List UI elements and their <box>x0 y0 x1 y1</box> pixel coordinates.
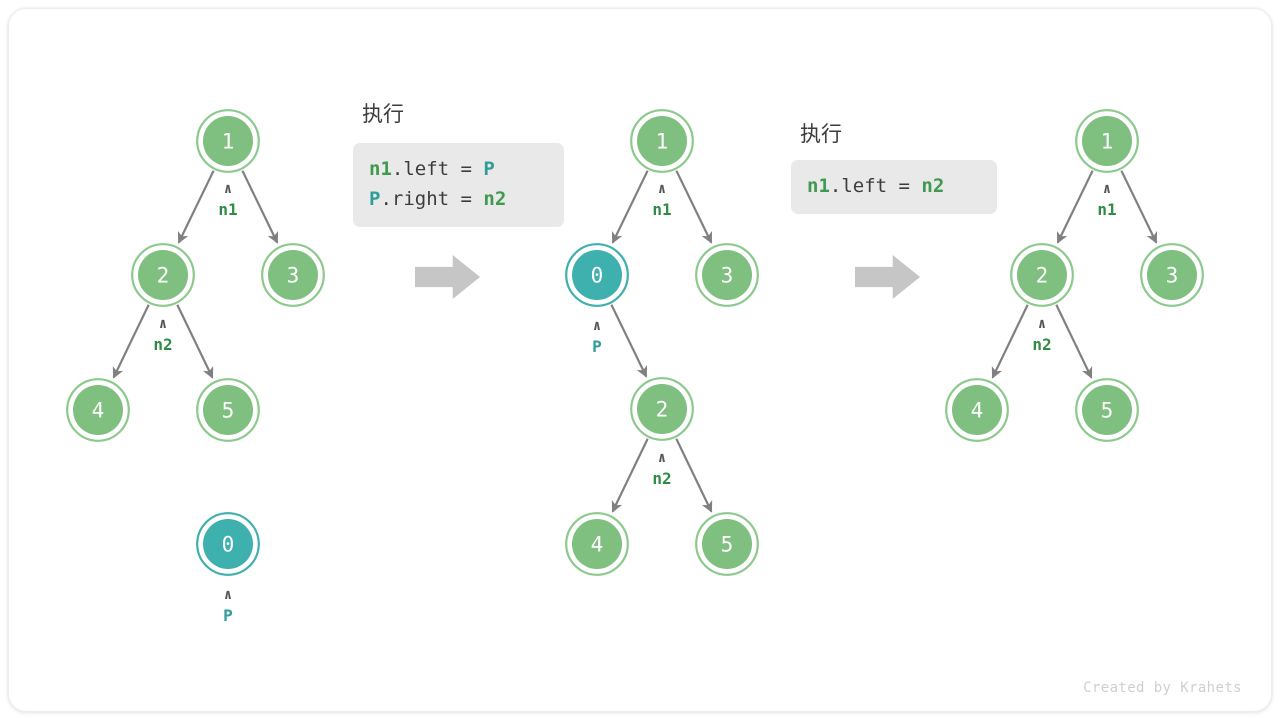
tree-node: 4 <box>66 378 130 442</box>
tree-node-value: 2 <box>1036 264 1049 288</box>
code-line: P.right = n2 <box>369 184 548 214</box>
tree-edge <box>610 304 648 378</box>
pointer-label: n1 <box>652 200 671 219</box>
tree-node-value: 5 <box>1101 399 1114 423</box>
big-arrow-2 <box>855 255 920 299</box>
tree-node: 3 <box>695 243 759 307</box>
pointer-caret-icon: ∧ <box>224 181 232 197</box>
pointer-caret-icon: ∧ <box>1038 316 1046 332</box>
pointer-label: P <box>223 606 233 625</box>
tree-edge <box>675 170 713 244</box>
pointer-label: P <box>592 337 602 356</box>
code-token: .left = <box>391 158 484 180</box>
pointer-label: n2 <box>1032 335 1051 354</box>
tree-node: 1 <box>630 109 694 173</box>
tree-node: 1 <box>196 109 260 173</box>
tree-node-value: 1 <box>1101 130 1114 154</box>
pointer-caret-icon: ∧ <box>224 587 232 603</box>
step-2-caption: 执行 <box>362 103 404 126</box>
tree-node-value: 5 <box>222 399 235 423</box>
tree-node-value: 5 <box>721 533 734 557</box>
tree-node: 0 <box>565 243 629 307</box>
code-token: .right = <box>380 188 484 210</box>
tree-edge <box>991 304 1029 379</box>
pointer-label: n2 <box>652 469 671 488</box>
big-arrow-1 <box>415 255 480 299</box>
tree-node-value: 3 <box>721 264 734 288</box>
tree-node: 2 <box>131 243 195 307</box>
credit-text: Created by Krahets <box>1083 680 1242 696</box>
pointer-label: n2 <box>153 335 172 354</box>
tree-node-value: 3 <box>1166 264 1179 288</box>
code-token: P <box>369 188 381 210</box>
big-arrows-layer <box>415 255 920 299</box>
tree-node: 2 <box>630 377 694 441</box>
tree-node: 4 <box>565 512 629 576</box>
pointer-caret-icon: ∧ <box>658 450 666 466</box>
code-token: n2 <box>483 188 507 210</box>
code-token: n1 <box>369 158 392 180</box>
tree-edge <box>611 170 649 244</box>
pointer-caret-icon: ∧ <box>159 316 167 332</box>
pointer-caret-icon: ∧ <box>1103 181 1111 197</box>
tree-node: 5 <box>1075 378 1139 442</box>
tree-edge <box>1055 304 1093 379</box>
step-3-code-block: n1.left = n2 <box>791 160 997 214</box>
tree-node-value: 1 <box>222 130 235 154</box>
pointer-label: n1 <box>218 200 237 219</box>
code-token: .left = <box>829 175 922 197</box>
code-token: n2 <box>921 175 945 197</box>
tree-node-value: 0 <box>591 264 604 288</box>
code-line: n1.left = P <box>369 154 548 184</box>
step-3-caption: 执行 <box>800 123 842 146</box>
tree-node: 5 <box>196 378 260 442</box>
tree-node-value: 3 <box>287 264 300 288</box>
tree-pointers-layer: ∧ n1 ∧ n2 ∧ P ∧ n1 ∧ P ∧ n2 ∧ n1 ∧ n2 <box>153 181 1116 625</box>
tree-node: 3 <box>261 243 325 307</box>
tree-edge <box>112 304 150 379</box>
tree-edge <box>611 438 649 513</box>
tree-node-value: 1 <box>656 130 669 154</box>
tree-node-value: 0 <box>222 533 235 557</box>
tree-node: 0 <box>196 512 260 576</box>
tree-nodes-layer: 1 2 3 4 5 0 1 0 3 2 4 5 1 2 3 4 5 <box>66 109 1204 576</box>
tree-edge <box>675 438 713 513</box>
pointer-caret-icon: ∧ <box>658 181 666 197</box>
tree-edge <box>1056 170 1094 244</box>
tree-edges-layer <box>112 170 1158 513</box>
tree-node: 5 <box>695 512 759 576</box>
tree-node: 1 <box>1075 109 1139 173</box>
tree-node-value: 2 <box>157 264 170 288</box>
code-line: n1.left = n2 <box>807 171 981 201</box>
pointer-caret-icon: ∧ <box>593 318 601 334</box>
code-token: n1 <box>807 175 830 197</box>
code-token: P <box>483 158 495 180</box>
tree-node-value: 4 <box>591 533 604 557</box>
tree-node: 4 <box>945 378 1009 442</box>
tree-edge <box>177 170 215 244</box>
tree-node-value: 4 <box>92 399 105 423</box>
tree-edge <box>1120 170 1158 244</box>
tree-edge <box>176 304 214 379</box>
tree-node-value: 4 <box>971 399 984 423</box>
pointer-label: n1 <box>1097 200 1116 219</box>
tree-node: 3 <box>1140 243 1204 307</box>
tree-node-value: 2 <box>656 398 669 422</box>
tree-node: 2 <box>1010 243 1074 307</box>
tree-edge <box>241 170 279 244</box>
